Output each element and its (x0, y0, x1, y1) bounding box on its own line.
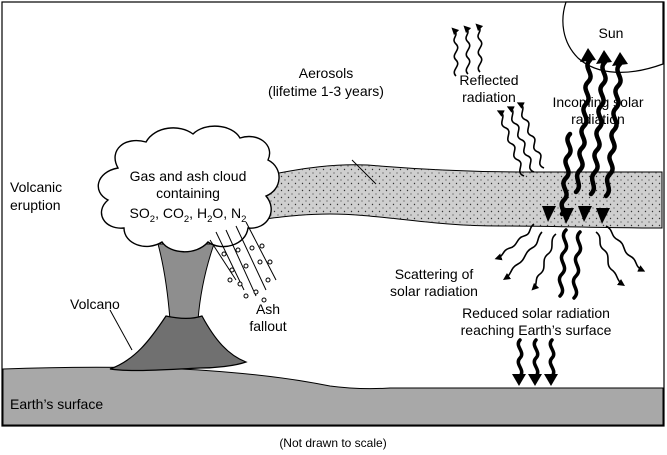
scattering-label-line2: solar radiation (390, 283, 478, 299)
gas-3-base: H (197, 205, 207, 221)
gas-2-sep: , (189, 205, 197, 221)
volcano-leader-line (109, 309, 133, 351)
gas-1-base: SO (130, 205, 150, 221)
cloud-label-line2: containing (156, 185, 220, 201)
ash-fallout-label-line2: fallout (249, 318, 286, 334)
volcanic-eruption-label-line1: Volcanic (10, 179, 62, 195)
volcanic-eruption-label-line2: eruption (10, 197, 61, 213)
gas-4-sub: 2 (241, 214, 246, 225)
ash-fallout-label-line1: Ash (256, 301, 280, 317)
scattering-arrows (494, 223, 646, 291)
reflected-label-line1: Reflected (459, 72, 518, 88)
earth-surface-ground (2, 366, 664, 426)
incoming-label-line1: Incoming solar (552, 94, 643, 110)
reduced-label-line1: Reduced solar radiation (462, 305, 610, 321)
reduced-arrow-heads (512, 374, 558, 386)
gas-3-sep: O, (212, 205, 231, 221)
reduced-radiation-arrows (516, 228, 583, 378)
aerosols-label-line2: (lifetime 1-3 years) (268, 83, 384, 99)
gas-2-sub: 2 (184, 214, 189, 225)
volcano-label: Volcano (70, 296, 120, 312)
aerosol-particles (255, 164, 662, 228)
incoming-label-line2: radiation (571, 111, 625, 127)
caption: (Not drawn to scale) (279, 436, 386, 450)
incoming-solar-radiation-arrows (559, 57, 623, 217)
cloud-label-line1: Gas and ash cloud (130, 168, 247, 184)
reflected-radiation-arrows (451, 23, 545, 177)
gas-1-sub: 2 (150, 214, 155, 225)
gas-2-base: CO (163, 205, 184, 221)
gas-ash-cloud (97, 125, 280, 253)
scattering-label-line1: Scattering of (395, 266, 474, 282)
gas-1-sep: , (155, 205, 163, 221)
gas-3-sub: 2 (207, 214, 212, 225)
volcano-cone (109, 315, 248, 372)
ash-fallout-streaks (209, 221, 277, 303)
earth-surface-label: Earth’s surface (10, 396, 103, 412)
incoming-arrow-heads (542, 48, 628, 224)
aerosols-leader-line (351, 159, 377, 185)
aerosols-label-line1: Aerosols (299, 65, 353, 81)
reduced-label-line2: reaching Earth’s surface (461, 322, 612, 338)
gas-4-base: N (231, 205, 241, 221)
gas-formula-line: SO2, CO2, H2O, N2 (130, 205, 247, 225)
reflected-label-line2: radiation (462, 89, 516, 105)
sun-label: Sun (599, 25, 624, 41)
